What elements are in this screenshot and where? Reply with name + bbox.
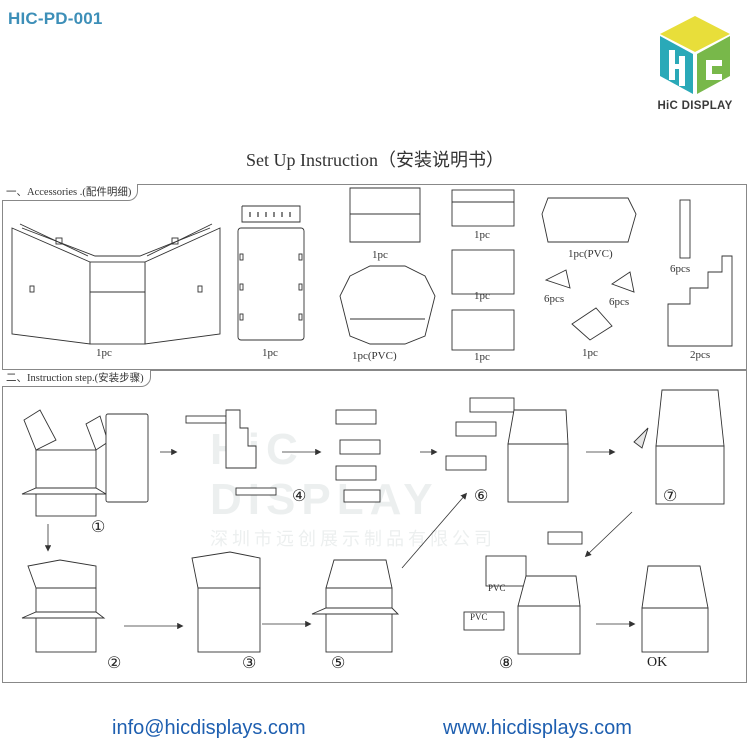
ok-drawing bbox=[641, 565, 709, 653]
step-marker: ⑤ bbox=[331, 655, 346, 672]
step-marker: OK bbox=[647, 655, 668, 670]
accessory-pvc-drawing bbox=[339, 265, 436, 345]
qty-label: 6pcs bbox=[544, 293, 565, 305]
step7-drawing bbox=[633, 389, 725, 505]
accessory-pointer-drawing bbox=[571, 307, 613, 341]
contact-email[interactable]: info@hicdisplays.com bbox=[112, 717, 306, 739]
logo-text: HiC DISPLAY bbox=[657, 100, 733, 112]
pvc-label: PVC bbox=[488, 583, 506, 593]
qty-label: 1pc bbox=[96, 347, 112, 359]
qty-label: 2pcs bbox=[690, 349, 711, 361]
qty-label: 1pc bbox=[262, 347, 278, 359]
step5-drawing bbox=[311, 559, 400, 653]
step-marker: ② bbox=[107, 655, 122, 672]
instruction-panel bbox=[2, 370, 747, 683]
instruction-label: 二、Instruction step.(安装步骤) bbox=[2, 370, 151, 387]
qty-label: 1pc bbox=[582, 347, 598, 359]
step3-drawing bbox=[191, 551, 261, 653]
step-marker: ④ bbox=[292, 488, 307, 505]
qty-label: 6pcs bbox=[670, 263, 691, 275]
website-link[interactable]: www.hicdisplays.com bbox=[443, 717, 632, 739]
step8-drawing bbox=[463, 531, 583, 655]
step-marker: ⑦ bbox=[663, 488, 678, 505]
watermark-cn: 深圳市远创展示制品有限公司 bbox=[210, 529, 496, 549]
accessories-drawings bbox=[11, 187, 733, 351]
accessory-main-body-drawing bbox=[11, 223, 221, 345]
step-marker: ⑥ bbox=[474, 488, 489, 505]
accessory-back-panel-drawing bbox=[237, 205, 305, 341]
accessories-panel bbox=[2, 184, 747, 370]
instruction-drawings bbox=[21, 389, 725, 655]
page-title: Set Up Instruction（安装说明书） bbox=[246, 150, 504, 170]
accessory-strip-drawing bbox=[679, 199, 691, 259]
pvc-label: PVC bbox=[470, 612, 488, 622]
qty-label: 1pc bbox=[474, 229, 490, 241]
qty-label: 1pc bbox=[372, 249, 388, 261]
accessory-dividers-drawing bbox=[451, 189, 515, 351]
qty-label: 6pcs bbox=[609, 296, 630, 308]
accessory-pvc-top-drawing bbox=[541, 197, 637, 243]
step4-drawing bbox=[185, 409, 381, 503]
qty-label: 1pc bbox=[474, 290, 490, 302]
accessory-stair-drawing bbox=[667, 255, 733, 347]
hic-display-logo bbox=[660, 16, 730, 94]
qty-label: 1pc bbox=[474, 351, 490, 363]
qty-label: 1pc(PVC) bbox=[568, 248, 613, 260]
step1-drawing bbox=[21, 409, 149, 517]
step6-drawing bbox=[445, 397, 569, 503]
step-marker: ⑧ bbox=[499, 655, 514, 672]
step-marker: ③ bbox=[242, 655, 257, 672]
accessory-shelf-drawing bbox=[349, 187, 421, 243]
accessories-label: 一、Accessories .(配件明细) bbox=[2, 184, 139, 201]
step-marker: ① bbox=[91, 519, 106, 536]
accessory-triangles-drawing bbox=[544, 269, 635, 293]
qty-label: 1pc(PVC) bbox=[352, 350, 397, 362]
step2-drawing bbox=[21, 559, 106, 653]
model-code: HIC-PD-001 bbox=[8, 9, 103, 28]
